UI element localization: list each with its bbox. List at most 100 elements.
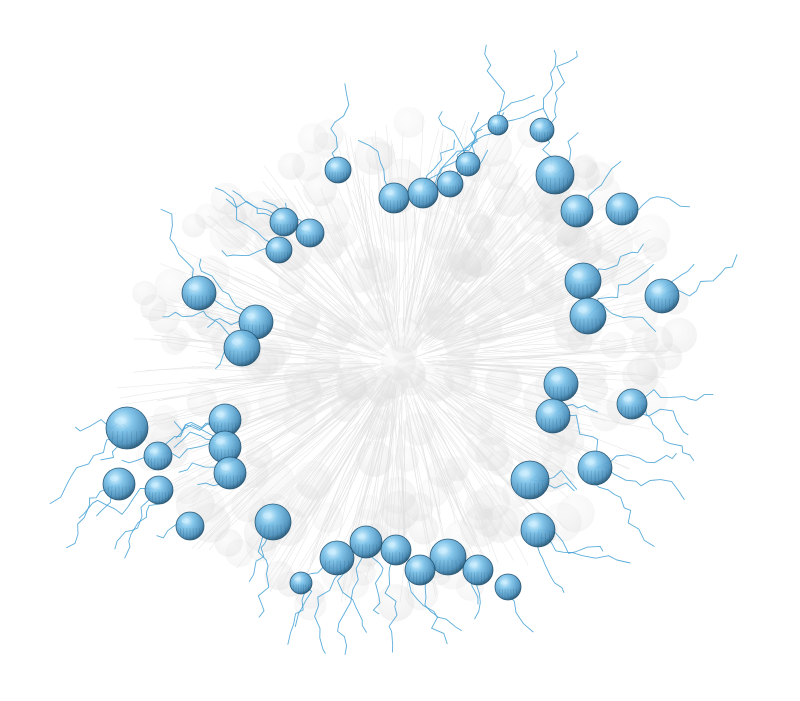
cell-body [404, 554, 436, 586]
cell-shading-line [459, 559, 461, 570]
cell-shading-line [218, 475, 220, 485]
cell-body [319, 540, 355, 576]
highlight-cell [380, 534, 412, 566]
background-trajectory [371, 137, 396, 314]
background-trajectory [422, 224, 574, 342]
cell-body [529, 117, 555, 143]
cell-highlight [535, 123, 542, 128]
background-cell [143, 413, 183, 453]
background-trajectory [421, 229, 597, 346]
background-trajectory [414, 398, 489, 564]
background-trajectory [418, 370, 582, 456]
background-trajectory [213, 270, 343, 341]
highlight-cell [208, 403, 242, 437]
background-trajectory [368, 163, 390, 294]
cell-body [181, 275, 217, 311]
background-trajectory [183, 377, 368, 454]
highlight-trajectory [232, 190, 285, 223]
cell-highlight [356, 533, 366, 540]
background-cell [181, 213, 206, 238]
cell-shading-line [632, 211, 634, 221]
background-trajectory [416, 239, 555, 348]
background-cell [484, 365, 523, 404]
background-trajectory [424, 245, 619, 352]
background-trajectory [444, 181, 513, 306]
background-trajectory [174, 245, 385, 357]
background-cell [631, 327, 658, 355]
background-trajectory [203, 324, 344, 350]
background-trajectory [279, 231, 358, 310]
background-cell [277, 152, 305, 180]
background-trajectory [416, 165, 482, 312]
background-trajectory [217, 409, 353, 538]
highlight-trajectory [419, 569, 448, 645]
cell-shading-line [129, 486, 131, 496]
background-trajectory [208, 257, 365, 337]
background-trajectory [405, 195, 447, 322]
background-trajectory [442, 339, 610, 356]
cell-shading-line [594, 283, 596, 294]
highlight-trajectory [497, 94, 535, 126]
highlight-trajectory [78, 488, 160, 519]
highlight-cell [349, 525, 383, 559]
background-trajectory [415, 413, 477, 561]
cell-shading-line [213, 422, 215, 432]
cell-shading-line [649, 298, 652, 309]
background-trajectory [161, 387, 349, 454]
background-trajectory [462, 250, 620, 329]
background-trajectory [327, 410, 382, 537]
background-trajectory [236, 235, 384, 352]
highlight-cell [616, 388, 648, 420]
cell-shading-line [570, 283, 572, 294]
cell-highlight [492, 119, 498, 124]
background-trajectory [481, 345, 649, 353]
background-trajectory [384, 422, 394, 528]
background-trajectory [437, 204, 625, 333]
highlight-cell [175, 511, 205, 541]
highlight-cell [535, 398, 571, 434]
highlight-cell [605, 192, 639, 226]
background-trajectory [463, 218, 573, 307]
cell-body [560, 194, 594, 228]
background-trajectory [435, 367, 611, 417]
highlight-cell [407, 177, 439, 209]
background-trajectory [211, 415, 344, 518]
cell-shading-line [135, 431, 137, 446]
cell-shading-line [240, 475, 242, 485]
background-trajectory [293, 185, 372, 301]
background-trajectory [122, 365, 327, 405]
background-trajectory [432, 364, 607, 370]
cell-highlight [215, 438, 225, 445]
cell-shading-line [198, 528, 200, 537]
cell-shading-line [235, 422, 237, 432]
cell-body [324, 156, 352, 184]
background-trajectory [420, 172, 520, 325]
background-trajectory [413, 194, 558, 351]
cell-body [569, 297, 607, 335]
cell-highlight [461, 157, 468, 162]
background-cell [610, 256, 650, 296]
background-trajectory [234, 266, 359, 342]
background-trajectory [427, 396, 533, 517]
highlight-cell [569, 297, 607, 335]
background-cell [332, 222, 358, 248]
background-trajectory [377, 174, 396, 345]
background-trajectory [169, 376, 378, 483]
cell-highlight [442, 177, 450, 182]
background-trajectory [416, 194, 460, 325]
cell-shading-line [253, 350, 255, 361]
cell-body [407, 177, 439, 209]
cell-highlight [246, 313, 256, 320]
background-trajectory [354, 152, 390, 332]
background-trajectory [157, 394, 336, 474]
cell-shading-line [582, 470, 585, 481]
background-trajectory [409, 376, 525, 540]
highlight-trajectory [384, 549, 398, 653]
background-cell [393, 106, 425, 138]
cell-shading-line [385, 552, 387, 561]
background-trajectory [232, 395, 325, 449]
background-trajectory [421, 125, 468, 293]
highlight-cell [144, 475, 174, 505]
cell-shading-line [292, 224, 294, 233]
